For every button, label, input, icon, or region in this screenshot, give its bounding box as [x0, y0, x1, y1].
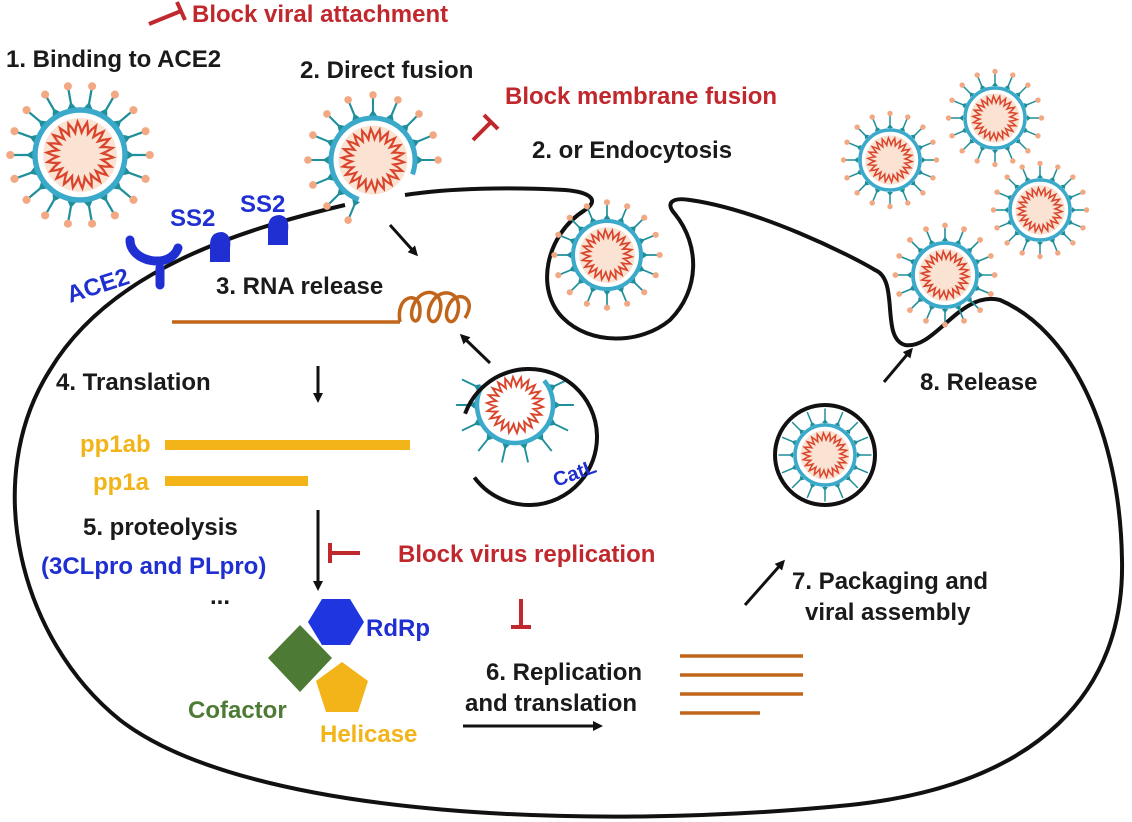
- block-attachment-label: Block viral attachment: [192, 1, 448, 28]
- arrow-packaging: [743, 559, 785, 606]
- step2-endocytosis-label: 2. or Endocytosis: [532, 137, 732, 164]
- helicase-label: Helicase: [320, 721, 417, 748]
- ss2-label-b: SS2: [240, 191, 285, 218]
- arrow-endosome-release: [459, 333, 492, 365]
- helicase-pentagon: [316, 662, 368, 712]
- block-replication-label: Block virus replication: [398, 541, 655, 568]
- ss2-receptor-a: [210, 232, 231, 262]
- pp1ab-bar: [165, 440, 410, 450]
- block-attachment-symbol: [148, 1, 187, 26]
- assembly-vesicle: [773, 403, 877, 507]
- arrow-release: [882, 347, 913, 383]
- block-replication-symbol: [511, 599, 531, 629]
- pp1ab-label: pp1ab: [80, 431, 151, 458]
- step1-label: 1. Binding to ACE2: [6, 46, 221, 73]
- virus-released-3: [990, 160, 1090, 260]
- virus-released-1: [840, 110, 940, 210]
- step8-label: 8. Release: [920, 369, 1037, 396]
- virus-endocytosed: [551, 199, 663, 311]
- virus-binding: [6, 82, 154, 228]
- new-rna-strands: [680, 654, 803, 715]
- virus-released-2: [945, 68, 1045, 168]
- step3-label: 3. RNA release: [216, 273, 383, 300]
- rdrp-label: RdRp: [366, 615, 430, 642]
- cofactor-label: Cofactor: [188, 697, 287, 724]
- block-fusion-label: Block membrane fusion: [505, 83, 777, 110]
- cell-membrane: [12, 186, 1125, 819]
- step5-label: 5. proteolysis: [83, 514, 238, 541]
- ace2-label: ACE2: [64, 263, 133, 308]
- step2-direct-fusion-label: 2. Direct fusion: [300, 57, 473, 84]
- ace2-receptor: [125, 235, 183, 290]
- pp1a-bar: [165, 476, 308, 486]
- virus-assembled: [778, 408, 872, 502]
- virus-uncoating: [456, 374, 574, 463]
- block-fusion-symbol: [471, 113, 500, 142]
- ss2-receptor-b: [268, 215, 289, 245]
- ellipsis-label: ...: [210, 583, 230, 610]
- endosome-vesicle: [459, 367, 599, 508]
- step7-line2-label: viral assembly: [805, 599, 971, 626]
- block-proteolysis-symbol: [328, 543, 360, 563]
- step4-label: 4. Translation: [56, 369, 211, 396]
- virus-budding: [892, 222, 998, 328]
- step7-line1-label: 7. Packaging and: [792, 568, 988, 595]
- step6-line1-label: 6. Replication: [486, 659, 642, 686]
- arrow-rna-release: [388, 223, 419, 257]
- step5-enzymes-label: (3CLpro and PLpro): [41, 553, 266, 580]
- virus-fusing: [304, 91, 442, 224]
- rdrp-hexagon: [308, 599, 364, 645]
- ss2-label-a: SS2: [170, 205, 215, 232]
- virus-particles: [6, 68, 1090, 502]
- process-arrows: [313, 223, 913, 731]
- viral-rna-genome: [172, 290, 471, 324]
- pp1a-label: pp1a: [93, 469, 150, 496]
- cofactor-diamond: [268, 625, 332, 692]
- step6-line2-label: and translation: [465, 690, 637, 717]
